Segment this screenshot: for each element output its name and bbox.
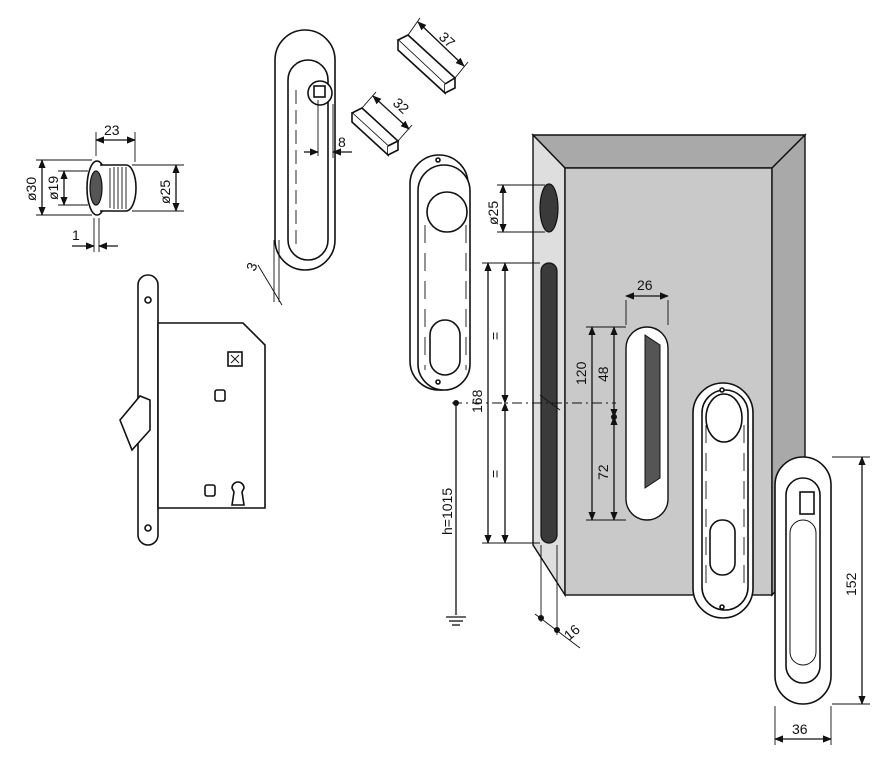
dim-26-label: 26 bbox=[637, 277, 653, 293]
wall-block bbox=[531, 133, 807, 598]
dim-120-label: 120 bbox=[573, 361, 589, 385]
oval-handle-front bbox=[774, 456, 870, 745]
dim-25-cyl-label: ø25 bbox=[157, 180, 173, 204]
dim-152-label: 152 bbox=[843, 572, 859, 596]
block-dimensions bbox=[446, 184, 669, 649]
dim-23-label: 23 bbox=[104, 122, 120, 138]
dim-8-label: 8 bbox=[338, 134, 346, 150]
dim-3-label: 3 bbox=[243, 260, 261, 273]
cylinder-bushing bbox=[36, 132, 184, 252]
dim-168-label: 168 bbox=[469, 389, 485, 413]
dim-hole-25-label: ø25 bbox=[485, 201, 501, 225]
mortise-lock bbox=[119, 274, 266, 546]
spindle-32 bbox=[350, 91, 413, 157]
handle-small bbox=[692, 382, 754, 619]
dim-72-label: 72 bbox=[595, 464, 611, 480]
dim-36-label: 36 bbox=[792, 721, 808, 737]
dim-37-label: 37 bbox=[436, 28, 458, 50]
dim-height-label: h=1015 bbox=[439, 488, 455, 535]
dim-equal-bottom-label: = bbox=[487, 470, 503, 478]
oval-handle-knob bbox=[409, 154, 471, 391]
dim-equal-top-label: = bbox=[487, 332, 503, 340]
dim-1-label: 1 bbox=[72, 227, 80, 243]
dim-48-label: 48 bbox=[595, 366, 611, 382]
dim-32-label: 32 bbox=[390, 94, 412, 116]
dim-16-label: 16 bbox=[561, 621, 583, 643]
dim-19-label: ø19 bbox=[45, 176, 61, 200]
dim-30-label: ø30 bbox=[23, 177, 39, 201]
oval-handle-top bbox=[257, 29, 352, 306]
spindle-37 bbox=[396, 17, 469, 95]
